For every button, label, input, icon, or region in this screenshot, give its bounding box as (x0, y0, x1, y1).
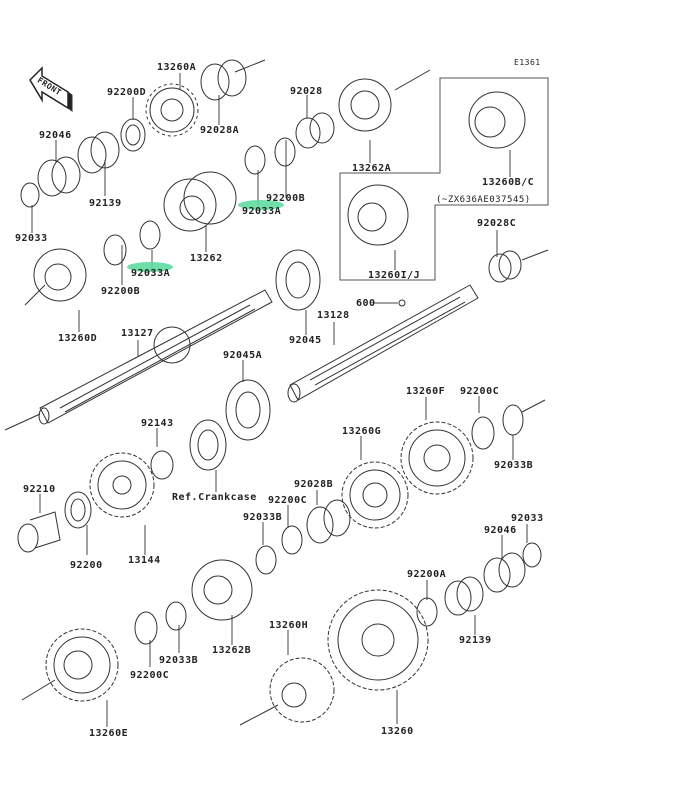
gear-13262B (191, 559, 253, 621)
gear-13260BC (468, 91, 526, 149)
inset-serial-note: (~ZX636AE037545) (436, 195, 531, 205)
part-label[interactable]: 92210 (23, 484, 56, 495)
part-label[interactable]: 92200C (130, 670, 170, 681)
part-label[interactable]: 13144 (128, 555, 161, 566)
shaft-13127 (4, 289, 273, 431)
part-label[interactable]: 92200C (268, 495, 308, 506)
inset-box (339, 77, 549, 281)
gear-13262 (163, 171, 237, 232)
part-label[interactable]: 92033B (159, 655, 199, 666)
washer-92200C-mid (281, 525, 303, 555)
part-label[interactable]: 92033B (494, 460, 534, 471)
part-label[interactable]: 92033A (242, 206, 282, 217)
part-label[interactable]: 92200 (70, 560, 103, 571)
part-label[interactable]: 92046 (39, 130, 72, 141)
part-label[interactable]: 13260B/C (482, 177, 535, 188)
gear-13260G (341, 461, 409, 529)
part-label[interactable]: 92033A (131, 268, 171, 279)
part-label[interactable]: 13260A (157, 62, 197, 73)
circlip-92033B-right (502, 399, 546, 436)
gear-13260H (239, 657, 335, 726)
bearing-92045A (225, 379, 271, 441)
washer-92200B-lower (103, 234, 127, 266)
part-label[interactable]: 600 (356, 298, 376, 309)
part-label[interactable]: 13260H (269, 620, 309, 631)
part-label[interactable]: 92045A (223, 350, 263, 361)
washer-92200C-right (471, 416, 495, 450)
part-label[interactable]: 92046 (484, 525, 517, 536)
bushing-92028 (295, 112, 335, 149)
circlip-92033A-upper (244, 145, 266, 175)
part-label[interactable]: 92033B (243, 512, 283, 523)
circlip-92033A-lower (139, 220, 161, 250)
washer-92200C-low (134, 611, 158, 645)
part-label[interactable]: 13128 (317, 310, 350, 321)
part-label[interactable]: 92200B (266, 193, 306, 204)
part-label[interactable]: 92033 (511, 513, 544, 524)
part-label[interactable]: 92200C (460, 386, 500, 397)
washer-92200D (120, 118, 146, 152)
part-label[interactable]: 92200A (407, 569, 447, 580)
part-label[interactable]: 13260G (342, 426, 382, 437)
gear-13260F (400, 421, 474, 495)
leader-lines (31, 73, 528, 727)
part-label[interactable]: 92045 (289, 335, 322, 346)
circlip-92033B-mid (255, 545, 277, 575)
bushing-92028C (488, 249, 549, 283)
part-label[interactable]: 92139 (459, 635, 492, 646)
collar-92139-bot (444, 576, 484, 616)
gear-icon-13260A (145, 83, 199, 137)
part-label[interactable]: 13262B (212, 645, 252, 656)
part-label[interactable]: 92028C (477, 218, 517, 229)
gear-on-13127 (153, 326, 191, 364)
part-label[interactable]: 13260E (89, 728, 129, 739)
gear-13260E (21, 628, 119, 702)
diagram-id: E1361 (514, 58, 541, 67)
seal-ref-crankcase (189, 419, 227, 471)
part-label[interactable]: 13260F (406, 386, 446, 397)
highlight-92033A-lower (127, 262, 173, 272)
circlip-92033-bot (522, 542, 542, 568)
part-label[interactable]: 13260I/J (368, 270, 421, 281)
washer-92200B-upper (274, 137, 296, 167)
bearing-92046-bot (483, 552, 526, 593)
circlip-92033-top (20, 182, 40, 208)
part-label[interactable]: 92139 (89, 198, 122, 209)
part-label[interactable]: 13260 (381, 726, 414, 737)
collar-92143 (150, 450, 174, 480)
part-label[interactable]: 92028 (290, 86, 323, 97)
washer-92200A (416, 597, 438, 627)
shaft-13128 (287, 284, 479, 403)
gear-13262A (338, 69, 431, 132)
circlip-92033B-low (165, 601, 187, 631)
part-label[interactable]: 92143 (141, 418, 174, 429)
part-label[interactable]: Ref.Crankcase (172, 492, 257, 503)
bearing-92046-top (37, 156, 81, 197)
bearing-92028A (200, 59, 266, 101)
gear-13260 (327, 589, 429, 691)
front-arrow-icon (29, 66, 73, 112)
gear-13260IJ (347, 184, 409, 246)
collar-92139-top (77, 131, 120, 174)
bearing-92045 (275, 249, 321, 311)
part-label[interactable]: 92028A (200, 125, 240, 136)
part-label[interactable]: 13262 (190, 253, 223, 264)
sprocket-13144 (89, 452, 155, 518)
bearing-92028B (306, 499, 351, 544)
part-label[interactable]: 92200D (107, 87, 147, 98)
part-label[interactable]: 92033 (15, 233, 48, 244)
highlight-92033A-upper (238, 200, 284, 210)
part-label[interactable]: 13127 (121, 328, 154, 339)
circle-600 (398, 299, 406, 307)
part-label[interactable]: 92028B (294, 479, 334, 490)
part-label[interactable]: 13260D (58, 333, 98, 344)
part-label[interactable]: 92200B (101, 286, 141, 297)
gear-13260D (24, 248, 87, 306)
nut-92210 (17, 511, 61, 553)
part-label[interactable]: 13262A (352, 163, 392, 174)
washer-92200 (64, 491, 92, 529)
